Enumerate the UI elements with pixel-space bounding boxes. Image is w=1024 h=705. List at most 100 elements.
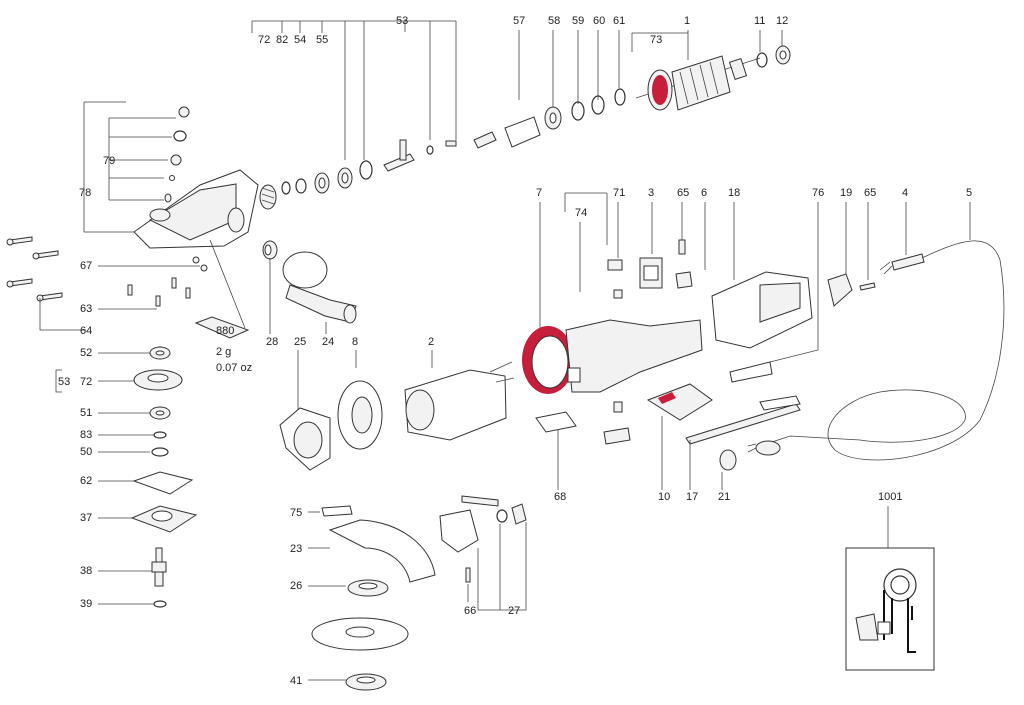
pin-79 [169, 175, 175, 181]
weight-ounces: 0.07 oz [216, 362, 252, 374]
washer-11 [756, 52, 768, 68]
clamp-lever-27 [439, 495, 527, 553]
label-58: 58 [548, 15, 560, 27]
cap-screw-top [178, 106, 190, 118]
label-79: 79 [103, 155, 115, 167]
ring-60 [591, 95, 605, 115]
label-59: 59 [572, 15, 584, 27]
armature-1 [635, 55, 761, 111]
label-39: 39 [80, 598, 92, 610]
bearing-flange-37 [130, 505, 198, 533]
label-75-plate [321, 505, 353, 517]
label-38: 38 [80, 565, 92, 577]
label-plate-76 [729, 361, 773, 383]
cable-clamp-19 [827, 273, 853, 307]
label-53-top: 53 [396, 15, 408, 27]
bracket-71-74 [564, 192, 608, 245]
button-21 [719, 449, 737, 471]
label-57: 57 [513, 15, 525, 27]
circlip-50 [151, 447, 169, 457]
label-61: 61 [613, 15, 625, 27]
label-880: 880 [216, 325, 234, 337]
label-76: 76 [812, 187, 824, 199]
small-ring [426, 145, 434, 155]
part-small-a [613, 401, 623, 413]
label-62: 62 [80, 475, 92, 487]
sleeve-57 [504, 116, 541, 148]
label-71: 71 [613, 187, 625, 199]
label-67: 67 [80, 260, 92, 272]
motor-housing-7 [522, 319, 703, 394]
label-66: 66 [464, 605, 476, 617]
ring-gear-72 [133, 369, 183, 391]
label-68: 68 [554, 491, 566, 503]
label-73: 73 [650, 34, 662, 46]
label-41: 41 [290, 675, 302, 687]
label-64: 64 [80, 325, 92, 337]
side-handle-24 [282, 251, 357, 334]
label-78: 78 [79, 187, 91, 199]
label-37: 37 [80, 512, 92, 524]
bevel-gear-72 [259, 184, 277, 210]
cable-sleeve-4 [879, 253, 925, 275]
gear-housing-78 [133, 169, 259, 249]
label-10: 10 [658, 491, 670, 503]
label-74: 74 [575, 207, 587, 219]
air-guide-8 [337, 380, 383, 450]
label-65-mid: 65 [677, 187, 689, 199]
electronics-10 [646, 383, 713, 421]
screw-66 [465, 567, 471, 583]
brush-holder-71 [607, 259, 623, 271]
screw-65b [859, 282, 876, 291]
bushing [473, 131, 497, 149]
sticker-68 [535, 411, 577, 433]
washer-54 [295, 178, 307, 194]
screws-63 [127, 277, 191, 307]
label-1: 1 [684, 15, 690, 27]
label-18: 18 [728, 187, 740, 199]
label-8: 8 [352, 336, 358, 348]
part-74 [613, 289, 623, 299]
label-17: 17 [686, 491, 698, 503]
bushing-28 [262, 240, 278, 334]
part-small-b [603, 427, 631, 445]
rear-cover-18 [711, 271, 813, 349]
washer-82 [281, 181, 291, 195]
label-11: 11 [754, 15, 765, 27]
label-54: 54 [294, 34, 306, 46]
label-53-left: 53 [58, 376, 70, 388]
label-50: 50 [80, 446, 92, 458]
screw-65 [678, 239, 686, 255]
circlip-61 [614, 88, 626, 106]
bearing-55 [314, 172, 330, 194]
label-52: 52 [80, 347, 92, 359]
wiring-inset-1001 [845, 547, 935, 671]
label-26: 26 [290, 580, 302, 592]
label-3: 3 [648, 187, 654, 199]
label-7: 7 [536, 187, 542, 199]
bracket-53-72 [55, 369, 62, 393]
label-55: 55 [316, 34, 328, 46]
grease-880 [194, 239, 250, 339]
power-cord-5 [759, 202, 1005, 461]
screw-pair-67 [192, 256, 208, 272]
flange-26 [347, 579, 389, 597]
label-72-left: 72 [80, 376, 92, 388]
label-5: 5 [966, 187, 972, 199]
ring-59 [571, 101, 585, 121]
label-82: 82 [276, 34, 288, 46]
label-27: 27 [508, 605, 520, 617]
key-pin [445, 140, 457, 147]
weight-grams: 2 g [216, 346, 231, 358]
bearing-53a [337, 167, 353, 189]
screws-64 [6, 236, 86, 331]
gasket-62 [132, 471, 194, 495]
label-6: 6 [701, 187, 707, 199]
spindle-shaft [383, 139, 415, 172]
bracket-53: 53 [251, 15, 457, 160]
nut-79 [170, 154, 182, 166]
label-2: 2 [428, 336, 434, 348]
bearing-52 [149, 346, 171, 360]
spindle-38 [151, 547, 167, 587]
